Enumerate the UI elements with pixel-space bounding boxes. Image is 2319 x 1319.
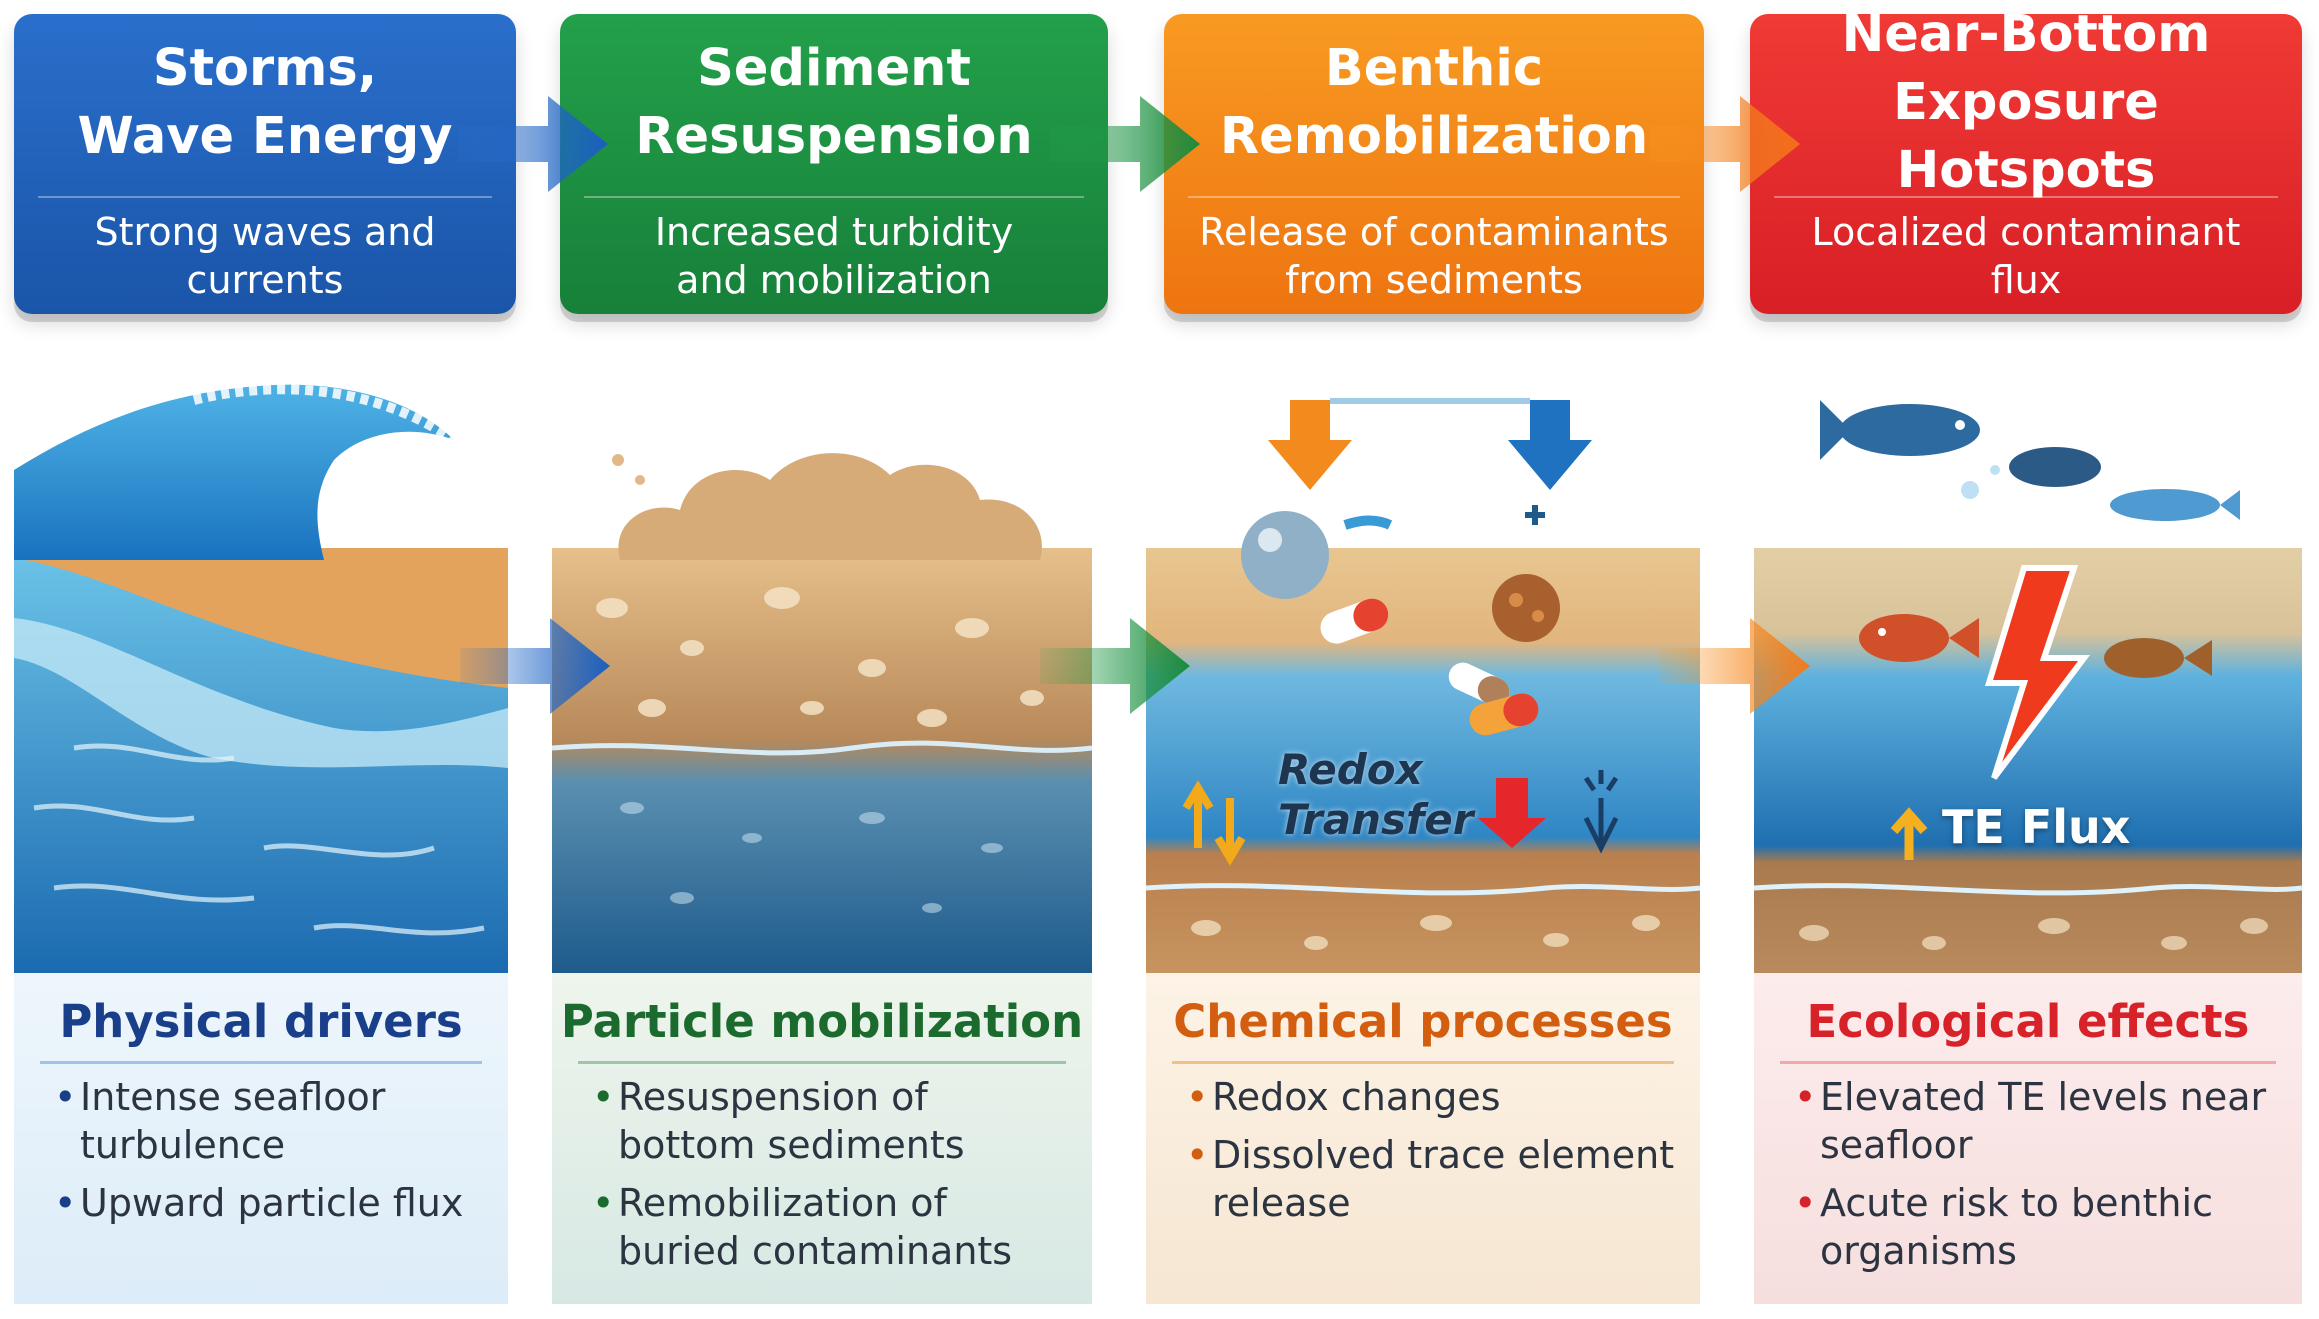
step-title: Sediment Resuspension [635,39,1033,166]
step-subtitle: Release of contaminants from sediments [1199,210,1669,302]
sediment-illustration [552,548,1092,973]
redox-label: Redox Transfer [1278,745,1474,844]
list-item: •Intense seafloor turbulence [54,1075,386,1167]
redox-bracket-arrows [1241,398,1592,599]
step-divider [1774,196,2278,198]
step-title: Storms, Wave Energy [77,39,453,166]
list-item: •Upward particle flux [54,1181,464,1225]
step-subtitle: Localized contaminant flux [1811,210,2241,302]
step-box-storms: Storms, Wave Energy Strong waves and cur… [14,14,516,314]
caption-divider [40,1061,482,1064]
step-box-resuspension: Sediment Resuspension Increased turbidit… [560,14,1108,314]
list-item: •Elevated TE levels near seafloor [1794,1075,2267,1167]
list-item: •Remobilization of buried contaminants [592,1181,1013,1273]
arrow-right-icon [460,618,610,714]
step-divider [38,196,492,198]
step-box-hotspots: Near-Bottom Exposure Hotspots Localized … [1750,5,2302,314]
caption-divider [578,1061,1066,1064]
list-item: •Resuspension of bottom sediments [592,1075,965,1167]
caption-particle-mobilization: Particle mobilization •Resuspension of b… [552,973,1092,1304]
caption-physical-drivers: Physical drivers •Intense seafloor turbu… [14,973,508,1304]
caption-divider [1172,1061,1674,1064]
caption-title: Ecological effects [1806,995,2250,1048]
fish-icon [1820,400,2240,521]
te-flux-label: TE Flux [1942,800,2131,854]
step-title: Near-Bottom Exposure Hotspots [1841,5,2211,200]
step-divider [1188,196,1680,198]
caption-title: Chemical processes [1173,995,1673,1048]
wave-illustration [14,548,508,973]
caption-chemical-processes: Chemical processes •Redox changes •Disso… [1146,973,1700,1304]
caption-title: Physical drivers [59,995,463,1048]
caption-title: Particle mobilization [560,995,1084,1048]
caption-divider [1780,1061,2276,1064]
ecology-illustration [1754,548,2302,973]
arrow-right-icon [1040,618,1190,714]
arrow-right-icon [458,96,608,192]
wave-crest [14,384,457,560]
step-title: Benthic Remobilization [1219,39,1649,166]
arrow-right-icon [1050,96,1200,192]
step-divider [584,196,1084,198]
step-box-remobilization: Benthic Remobilization Release of contam… [1164,14,1704,314]
sediment-cloud [612,453,1042,560]
list-item: •Dissolved trace element release [1186,1133,1675,1225]
step-subtitle: Strong waves and currents [94,210,436,302]
list-item: •Acute risk to benthic organisms [1794,1181,2213,1273]
arrow-right-icon [1650,96,1800,192]
step-subtitle: Increased turbidity and mobilization [654,210,1014,302]
caption-ecological-effects: Ecological effects •Elevated TE levels n… [1754,973,2302,1304]
arrow-right-icon [1660,618,1810,714]
list-item: •Redox changes [1186,1075,1501,1119]
redox-illustration [1146,548,1700,973]
